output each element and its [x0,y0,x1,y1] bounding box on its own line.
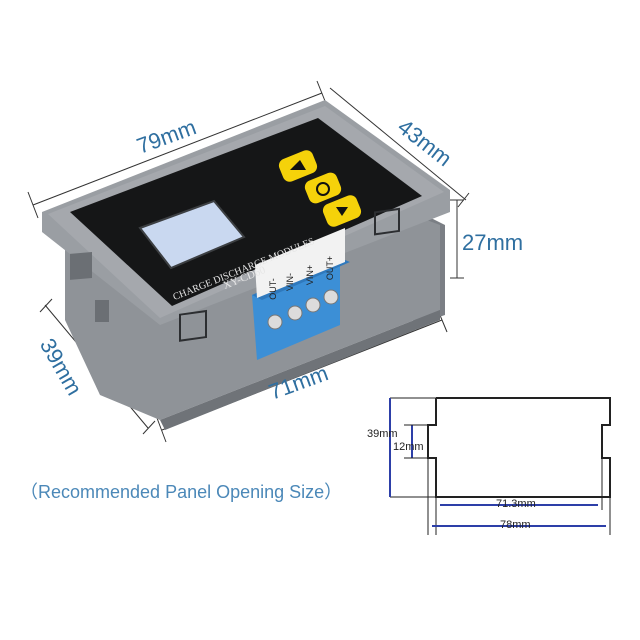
terminal-label: VIN+ [305,264,316,286]
cutout-notch-label: 12mm [393,441,424,453]
gear-icon [316,182,330,196]
cutout-diagram [389,397,611,535]
cutout-outer-width-label: 78mm [500,519,531,531]
down-arrow-icon [336,207,348,216]
terminal-label: OUT- [267,278,278,300]
height-label: 27mm [462,230,524,255]
lcd-screen [138,199,246,270]
panel-opening-caption: （Recommended Panel Opening Size） [20,482,343,502]
terminal-label: OUT+ [325,255,336,281]
terminal-label: VIN- [285,273,295,291]
module-housing [42,100,450,430]
up-arrow-icon [290,160,306,170]
gear-button [304,172,342,204]
cutout-height-label: 39mm [367,428,398,440]
cutout-inner-width-label: 71.3mm [496,498,536,510]
